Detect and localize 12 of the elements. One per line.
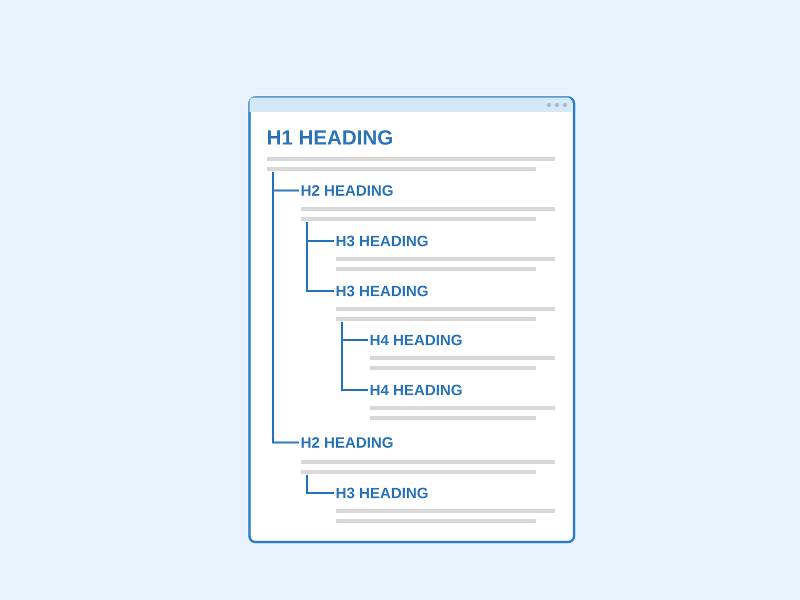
heading-text: H3 HEADING <box>336 286 428 296</box>
connector-line <box>341 321 369 391</box>
connector-line <box>272 171 300 444</box>
heading-text: H1 HEADING <box>268 130 392 145</box>
connector-line <box>306 221 335 292</box>
heading-text: H4 HEADING <box>370 384 462 396</box>
heading-text: H2 HEADING <box>302 185 393 196</box>
heading-text: H3 HEADING <box>336 488 428 498</box>
heading-text: H3 HEADING <box>336 236 428 246</box>
connector-line <box>306 475 334 494</box>
heading-text: H2 HEADING <box>302 437 393 448</box>
heading-text: H4 HEADING <box>370 334 462 346</box>
